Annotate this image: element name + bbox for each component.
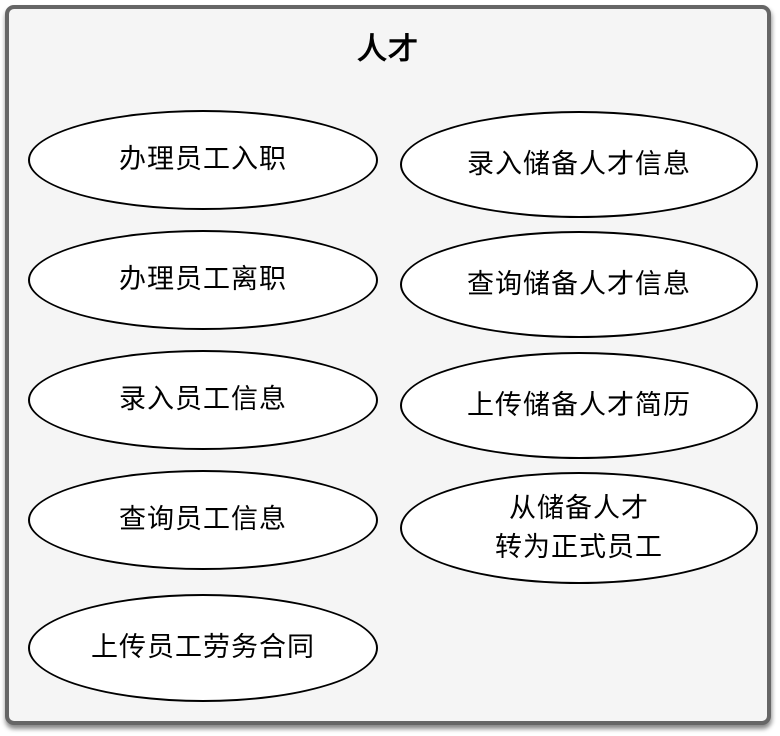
usecase-label: 办理员工离职 <box>119 264 287 295</box>
usecase-label: 查询员工信息 <box>119 504 287 535</box>
usecase-handle-employee-resignation: 办理员工离职 <box>28 230 378 330</box>
usecase-upload-reserve-talent-resume: 上传储备人才简历 <box>400 352 758 459</box>
usecase-query-reserve-talent-info: 查询储备人才信息 <box>400 231 758 338</box>
usecase-enter-employee-info: 录入员工信息 <box>28 350 378 450</box>
usecase-enter-reserve-talent-info: 录入储备人才信息 <box>400 111 758 218</box>
usecase-upload-employee-labor-contract: 上传员工劳务合同 <box>28 594 378 702</box>
usecase-label: 从储备人才 转为正式员工 <box>495 492 663 562</box>
usecase-convert-reserve-talent-to-employee: 从储备人才 转为正式员工 <box>400 472 758 584</box>
usecase-label: 录入储备人才信息 <box>467 148 691 179</box>
usecase-query-employee-info: 查询员工信息 <box>28 470 378 570</box>
usecase-label: 录入员工信息 <box>119 384 287 415</box>
usecase-label: 上传员工劳务合同 <box>91 632 315 663</box>
usecase-label: 上传储备人才简历 <box>467 389 691 420</box>
usecase-label: 查询储备人才信息 <box>467 268 691 299</box>
diagram-title: 人才 <box>357 33 419 66</box>
usecase-handle-employee-onboarding: 办理员工入职 <box>28 110 378 210</box>
usecase-label: 办理员工入职 <box>119 144 287 175</box>
